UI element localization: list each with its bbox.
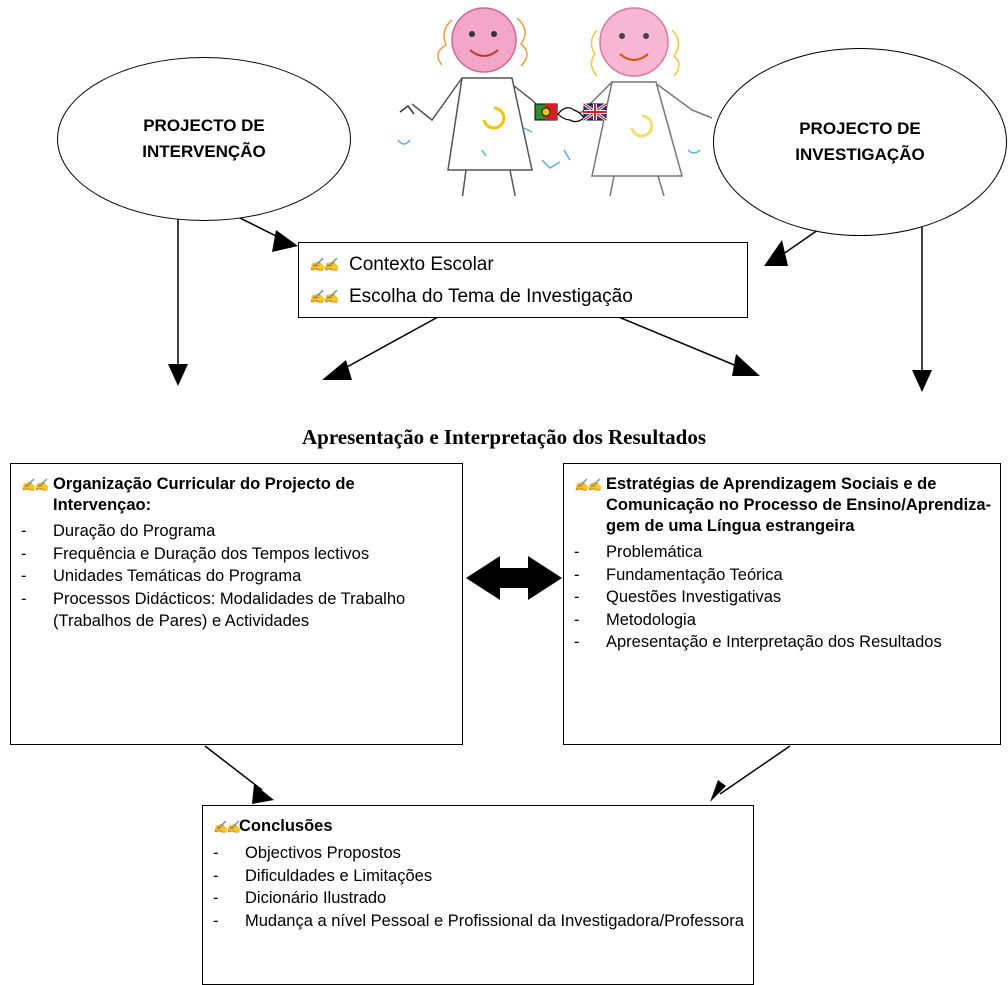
pen-icon: ✍✍: [213, 820, 241, 834]
project-investigation-ellipse: PROJECTO DE INVESTIGAÇÃO: [713, 48, 1007, 236]
project-intervention-ellipse: PROJECTO DE INTERVENÇÃO: [57, 57, 351, 221]
ellipse-right-line1: PROJECTO DE: [799, 119, 921, 138]
flags-handshake-icon: [534, 102, 607, 123]
list-item-text: Questões Investigativas: [606, 588, 782, 606]
results-title: Apresentação e Interpretação dos Resulta…: [301, 425, 707, 449]
right-box-heading-text: Estratégias de Aprendizagem Sociais e de…: [606, 475, 992, 535]
right-box-list: -Problemática -Fundamentação Teórica -Qu…: [574, 541, 992, 654]
list-item-text: Mudança a nível Pessoal e Profissional d…: [245, 911, 744, 930]
left-box-list: -Duração do Programa -Frequência e Duraç…: [21, 520, 454, 633]
children-illustration: [397, 7, 713, 196]
pen-icon: ✍✍: [309, 289, 339, 304]
list-item: -Duração do Programa: [21, 520, 454, 543]
list-item: -Objectivos Propostos: [213, 842, 745, 865]
pen-icon: ✍✍: [21, 478, 49, 492]
learning-strategies-box: ✍✍ Estratégias de Aprendizagem Sociais e…: [563, 463, 1001, 745]
list-item: -Processos Didácticos: Modalidades de Tr…: [21, 588, 454, 633]
curricular-organization-box: ✍✍ Organização Curricular do Projecto de…: [10, 463, 463, 745]
list-item: -Problemática: [574, 541, 992, 564]
list-item-text: Objectivos Propostos: [245, 844, 401, 862]
list-item-text: Metodologia: [606, 610, 696, 629]
arrow-right-box-to-conclusions: [719, 745, 791, 795]
school-context-box: ✍✍ Contexto Escolar ✍✍ Escolha do Tema d…: [298, 242, 748, 318]
top-box-item: ✍✍ Escolha do Tema de Investigação: [309, 281, 747, 313]
list-item: -Metodologia: [574, 609, 992, 632]
conclusions-box: ✍✍ Conclusões -Objectivos Propostos -Dif…: [202, 805, 754, 985]
top-box-item-label: Contexto Escolar: [349, 254, 494, 275]
list-item: -Apresentação e Interpretação dos Result…: [574, 631, 992, 654]
top-box-item-label: Escolha do Tema de Investigação: [349, 286, 633, 307]
pen-icon: ✍✍: [574, 478, 602, 492]
list-item-text: Apresentação e Interpretação dos Resulta…: [606, 633, 942, 651]
double-arrow: [466, 556, 562, 600]
bottom-box-list: -Objectivos Propostos -Dificuldades e Li…: [213, 842, 745, 932]
left-box-heading: ✍✍ Organização Curricular do Projecto de…: [21, 474, 454, 516]
list-item-text: Fundamentação Teórica: [606, 565, 783, 584]
list-item-text: Dicionário Ilustrado: [245, 889, 387, 907]
ellipse-left-line2: INTERVENÇÃO: [142, 142, 266, 161]
list-item: -Dificuldades e Limitações: [213, 865, 745, 888]
arrow-left-box-to-conclusions: [204, 745, 263, 791]
list-item-text: Unidades Temáticas do Programa: [53, 567, 302, 585]
list-item: -Dicionário Ilustrado: [213, 887, 745, 910]
list-item: -Frequência e Duração dos Tempos lectivo…: [21, 543, 454, 566]
bottom-box-heading: ✍✍ Conclusões: [213, 816, 745, 838]
list-item: -Mudança a nível Pessoal e Profissional …: [213, 910, 745, 933]
pen-icon: ✍✍: [309, 257, 339, 272]
list-item-text: Frequência e Duração dos Tempos lectivos: [53, 544, 370, 563]
list-item: -Fundamentação Teórica: [574, 564, 992, 587]
ellipse-left-line1: PROJECTO DE: [143, 116, 265, 135]
list-item-text: Duração do Programa: [53, 522, 216, 540]
right-box-heading: ✍✍ Estratégias de Aprendizagem Sociais e…: [574, 474, 992, 537]
left-box-heading-text: Organização Curricular do Projecto de In…: [53, 475, 355, 514]
bottom-box-heading-text: Conclusões: [239, 817, 333, 835]
right-child-drawing: [541, 7, 713, 196]
top-box-item: ✍✍ Contexto Escolar: [309, 249, 747, 281]
ellipse-right-line2: INVESTIGAÇÃO: [795, 145, 925, 164]
list-item-text: Problemática: [606, 543, 703, 561]
list-item: -Unidades Temáticas do Programa: [21, 565, 454, 588]
list-item: -Questões Investigativas: [574, 586, 992, 609]
list-item-text: Processos Didácticos: Modalidades de Tra…: [53, 589, 406, 631]
list-item-text: Dificuldades e Limitações: [245, 866, 433, 885]
